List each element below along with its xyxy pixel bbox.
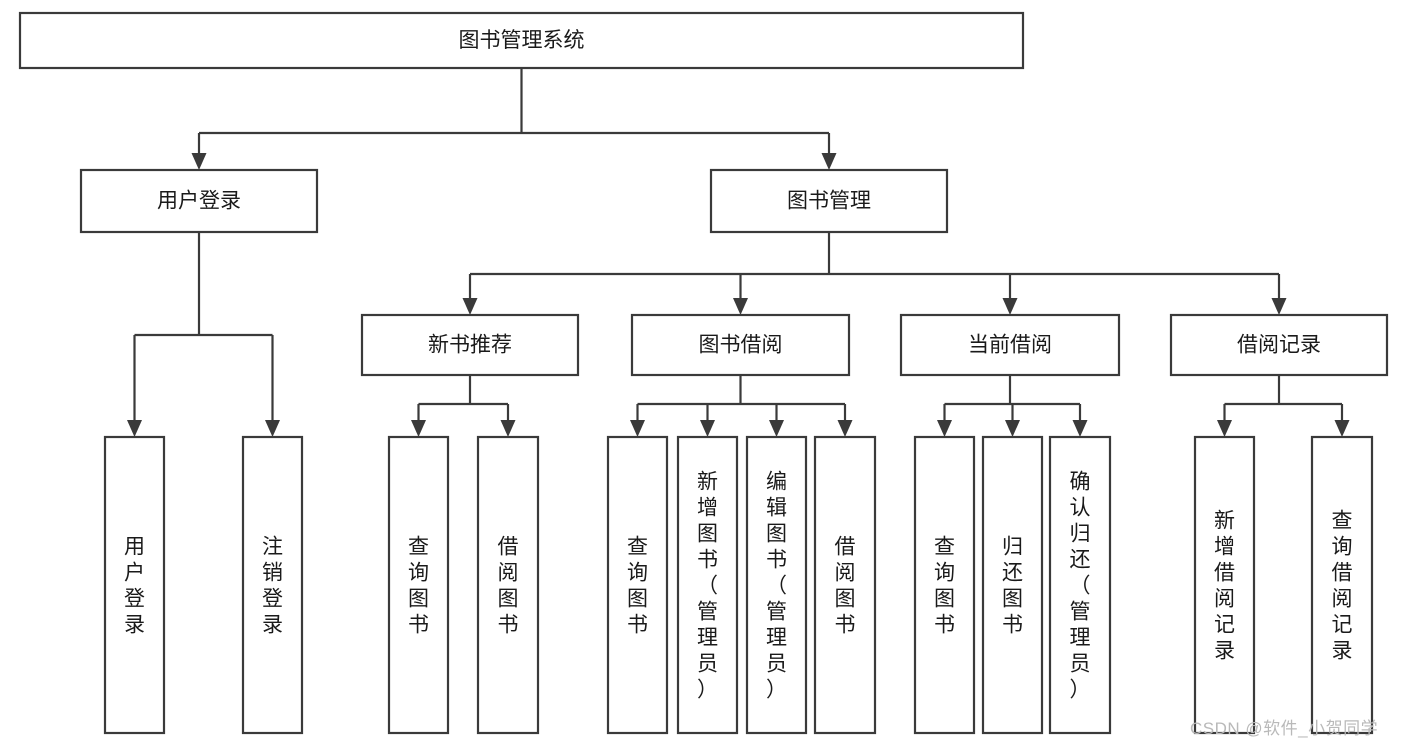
arrow-head-icon	[1271, 298, 1287, 315]
arrow-head-icon	[700, 420, 715, 437]
node-label: 查询图书	[627, 535, 648, 636]
arrow-head-icon	[462, 298, 478, 315]
node-label: 用户登录	[157, 190, 241, 213]
node-box[interactable]	[18, 11, 1025, 70]
arrow-head-icon	[821, 153, 837, 170]
connector-group	[462, 232, 1287, 315]
arrow-head-icon	[127, 420, 142, 437]
node-box[interactable]	[899, 313, 1121, 377]
arrow-head-icon	[411, 420, 426, 437]
node-label: 归还图书	[1002, 535, 1023, 636]
node-label: 新书推荐	[428, 334, 512, 357]
arrow-head-icon	[1005, 420, 1020, 437]
node-label: 查询借阅记录	[1332, 509, 1353, 662]
node-box[interactable]	[630, 313, 851, 377]
node-leaf-query-book-cur[interactable]: 查询图书	[913, 435, 976, 735]
node-label: 查询图书	[934, 535, 955, 636]
node-label: 借阅图书	[498, 535, 519, 636]
node-leaf-return-book[interactable]: 归还图书	[981, 435, 1044, 735]
arrow-head-icon	[191, 153, 207, 170]
node-root[interactable]: 图书管理系统	[18, 11, 1025, 70]
connector-group	[630, 375, 853, 437]
node-label: 图书借阅	[699, 334, 783, 357]
node-box[interactable]	[913, 435, 976, 735]
node-book-manage[interactable]: 图书管理	[709, 168, 949, 234]
arrow-head-icon	[769, 420, 784, 437]
node-box[interactable]	[387, 435, 450, 735]
arrow-head-icon	[500, 420, 516, 437]
node-label: 注销登录	[262, 535, 283, 636]
node-leaf-add-book[interactable]: 新增图书（管理员）	[676, 435, 739, 735]
node-label: 用户登录	[124, 535, 145, 636]
connector-group	[1217, 375, 1350, 437]
connector-group	[191, 68, 837, 170]
arrow-head-icon	[265, 420, 280, 437]
arrow-head-icon	[1334, 420, 1350, 437]
node-label: 借阅记录	[1237, 334, 1321, 357]
node-leaf-query-book-borrow[interactable]: 查询图书	[606, 435, 669, 735]
node-borrow-record[interactable]: 借阅记录	[1169, 313, 1389, 377]
node-box[interactable]	[745, 435, 808, 735]
connector-layer	[127, 68, 1350, 437]
node-box[interactable]	[79, 168, 319, 234]
node-box[interactable]	[103, 435, 166, 735]
node-box[interactable]	[813, 435, 877, 735]
node-leaf-add-record[interactable]: 新增借阅记录	[1193, 435, 1256, 735]
arrow-head-icon	[733, 298, 748, 315]
node-box[interactable]	[1048, 435, 1112, 735]
arrow-head-icon	[1002, 298, 1018, 315]
node-leaf-borrow-book-rec[interactable]: 借阅图书	[476, 435, 540, 735]
node-new-book-recommend[interactable]: 新书推荐	[360, 313, 580, 377]
node-label: 确认归还（管理员）	[1070, 470, 1091, 701]
node-layer: 图书管理系统用户登录图书管理新书推荐图书借阅当前借阅借阅记录用户登录注销登录查询…	[18, 11, 1389, 735]
node-box[interactable]	[1310, 435, 1374, 735]
node-current-borrow[interactable]: 当前借阅	[899, 313, 1121, 377]
node-user-login[interactable]: 用户登录	[79, 168, 319, 234]
node-box[interactable]	[676, 435, 739, 735]
connector-group	[937, 375, 1088, 437]
node-leaf-user-login[interactable]: 用户登录	[103, 435, 166, 735]
node-label: 借阅图书	[835, 535, 856, 636]
arrow-head-icon	[1217, 420, 1232, 437]
node-box[interactable]	[476, 435, 540, 735]
node-box[interactable]	[1193, 435, 1256, 735]
node-box[interactable]	[360, 313, 580, 377]
node-label: 新增图书（管理员）	[697, 470, 718, 701]
arrow-head-icon	[630, 420, 645, 437]
node-label: 当前借阅	[968, 334, 1052, 357]
csdn-watermark: CSDN @软件_小贺同学	[1190, 719, 1379, 738]
node-box[interactable]	[1169, 313, 1389, 377]
node-box[interactable]	[709, 168, 949, 234]
connector-group	[127, 232, 280, 437]
node-leaf-query-book-rec[interactable]: 查询图书	[387, 435, 450, 735]
node-label: 图书管理系统	[459, 29, 585, 52]
connector-group	[411, 375, 516, 437]
node-label: 编辑图书（管理员）	[766, 470, 787, 701]
node-box[interactable]	[241, 435, 304, 735]
node-leaf-logout[interactable]: 注销登录	[241, 435, 304, 735]
arrow-head-icon	[937, 420, 952, 437]
node-box[interactable]	[606, 435, 669, 735]
node-leaf-borrow-book[interactable]: 借阅图书	[813, 435, 877, 735]
node-leaf-edit-book[interactable]: 编辑图书（管理员）	[745, 435, 808, 735]
node-leaf-query-record[interactable]: 查询借阅记录	[1310, 435, 1374, 735]
node-leaf-confirm-return[interactable]: 确认归还（管理员）	[1048, 435, 1112, 735]
arrow-head-icon	[837, 420, 853, 437]
node-book-borrow[interactable]: 图书借阅	[630, 313, 851, 377]
node-label: 查询图书	[408, 535, 429, 636]
arrow-head-icon	[1072, 420, 1088, 437]
node-label: 新增借阅记录	[1214, 509, 1235, 662]
node-label: 图书管理	[787, 190, 871, 213]
node-box[interactable]	[981, 435, 1044, 735]
